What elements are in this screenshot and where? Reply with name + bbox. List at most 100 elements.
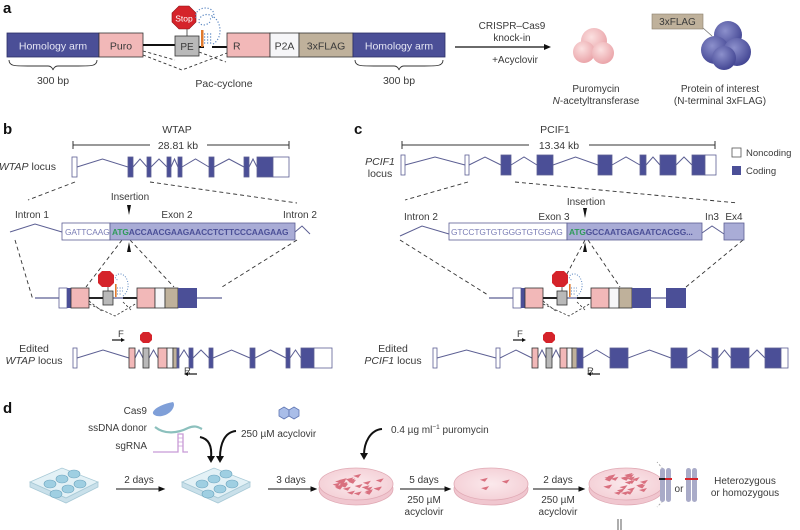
primer-r-label: R bbox=[587, 366, 594, 377]
pcif1-length: 13.34 kb bbox=[539, 140, 579, 152]
cell-icon bbox=[604, 475, 613, 480]
cassette-element bbox=[531, 347, 539, 369]
stop-label: Stop bbox=[175, 14, 193, 24]
intron-line bbox=[192, 349, 210, 359]
flag-tag-label: 3xFLAG bbox=[659, 17, 696, 28]
cell-icon bbox=[616, 488, 625, 493]
ssdna-label: ssDNA donor bbox=[88, 423, 148, 434]
coding-exon bbox=[764, 347, 782, 369]
puro-label: Puro bbox=[110, 41, 132, 53]
pe-block bbox=[556, 290, 568, 306]
dish-sparse bbox=[453, 467, 529, 506]
cassette-element bbox=[128, 347, 136, 369]
rna-loop-icon bbox=[114, 273, 129, 297]
noncoding-exon bbox=[512, 287, 522, 309]
ssdna-icon bbox=[154, 425, 203, 434]
noncoding-exon bbox=[400, 154, 406, 176]
brace-right bbox=[354, 59, 444, 71]
edited-wtap-track: FR bbox=[72, 329, 333, 377]
cell-icon bbox=[627, 487, 636, 492]
p2a-block bbox=[269, 32, 300, 58]
pac-cyclone-label: Pac-cyclone bbox=[195, 78, 252, 90]
coding-exon bbox=[597, 154, 613, 176]
plate-side bbox=[181, 481, 251, 504]
product1-line1: Puromycin bbox=[572, 84, 619, 95]
stop-sign-icon bbox=[140, 332, 152, 343]
intron-line bbox=[148, 348, 159, 359]
noncoding-exon bbox=[704, 154, 717, 176]
rna-loop-icon bbox=[195, 7, 221, 45]
homology-arm-left bbox=[6, 32, 100, 58]
hairpin-stem-icon bbox=[115, 284, 117, 297]
cell-icon bbox=[605, 477, 614, 482]
well bbox=[201, 489, 215, 499]
coding-exon bbox=[730, 347, 750, 369]
intron-line bbox=[551, 348, 561, 359]
pcif1-locus-label-2: locus bbox=[368, 168, 393, 180]
well bbox=[55, 474, 69, 484]
cell-icon bbox=[619, 485, 628, 490]
panel-b-label: b bbox=[3, 121, 12, 138]
cell-icon bbox=[361, 485, 370, 490]
intron-line bbox=[748, 349, 766, 359]
flag-block bbox=[618, 287, 633, 309]
legend-noncoding-swatch bbox=[731, 147, 742, 158]
coding-exon bbox=[609, 347, 629, 369]
flag-block bbox=[164, 287, 179, 309]
sgrna-label: sgRNA bbox=[115, 441, 147, 452]
cassette-element bbox=[566, 347, 573, 369]
well bbox=[213, 484, 227, 494]
intron-line bbox=[537, 348, 547, 359]
coding-exon bbox=[632, 288, 651, 308]
pac-cyclone-dashes bbox=[542, 300, 592, 317]
intron-line bbox=[686, 349, 713, 359]
coding-exon bbox=[300, 347, 315, 369]
cassette-element bbox=[545, 347, 553, 369]
coding-exon bbox=[639, 154, 647, 176]
puromycin-label: 0.4 µg ml−1 puromycin bbox=[391, 424, 489, 436]
hairpin-stem-icon bbox=[201, 30, 204, 47]
construct-diagram: Homology arm Puro PE Stop R P2A 3xFLAG bbox=[6, 5, 446, 90]
puro-block bbox=[98, 32, 144, 58]
flag-tag bbox=[651, 13, 704, 30]
step3-drug-1: 250 µM bbox=[407, 495, 441, 506]
well bbox=[67, 469, 81, 479]
cassette-element bbox=[571, 347, 578, 369]
insertion-label-c: Insertion bbox=[567, 197, 605, 208]
homology-arm-left-label: Homology arm bbox=[19, 41, 88, 53]
bp-left-label: 300 bp bbox=[37, 75, 69, 87]
r-block bbox=[136, 287, 156, 309]
coding-exon bbox=[146, 156, 152, 178]
primer-r-label: R bbox=[184, 366, 191, 377]
wtap-knockin-cassette bbox=[35, 271, 222, 317]
cell-icon bbox=[638, 487, 647, 492]
cell-icon bbox=[620, 491, 629, 496]
cell-icon bbox=[354, 484, 363, 489]
intron-line bbox=[248, 157, 258, 168]
step-arrows bbox=[116, 486, 586, 492]
stop-sign-icon bbox=[552, 271, 568, 287]
coding-exon bbox=[249, 347, 256, 369]
coding-exon bbox=[67, 288, 71, 308]
cas9-label: Cas9 bbox=[124, 406, 148, 417]
coding-exon bbox=[285, 347, 291, 369]
cell-icon bbox=[338, 478, 347, 483]
coding-exon bbox=[188, 347, 194, 369]
step1-label: 2 days bbox=[124, 475, 153, 486]
pcif1-zoom-lines bbox=[399, 181, 744, 296]
intron-line bbox=[289, 349, 302, 359]
well bbox=[43, 479, 57, 489]
step3-label: 5 days bbox=[409, 475, 438, 486]
pcif1-gene-name: PCIF1 bbox=[540, 124, 570, 136]
cas9-icon bbox=[152, 402, 174, 417]
cell-icon bbox=[627, 479, 636, 484]
intron-line bbox=[499, 349, 533, 359]
acyclovir-molecule-icon bbox=[278, 406, 300, 420]
pe-label: PE bbox=[180, 42, 194, 53]
coding-exon bbox=[521, 288, 525, 308]
intron-line bbox=[134, 348, 144, 359]
dish-top bbox=[453, 467, 529, 501]
cell-icon bbox=[353, 491, 362, 496]
product1-line2: N-acetyltransferase bbox=[553, 96, 640, 107]
